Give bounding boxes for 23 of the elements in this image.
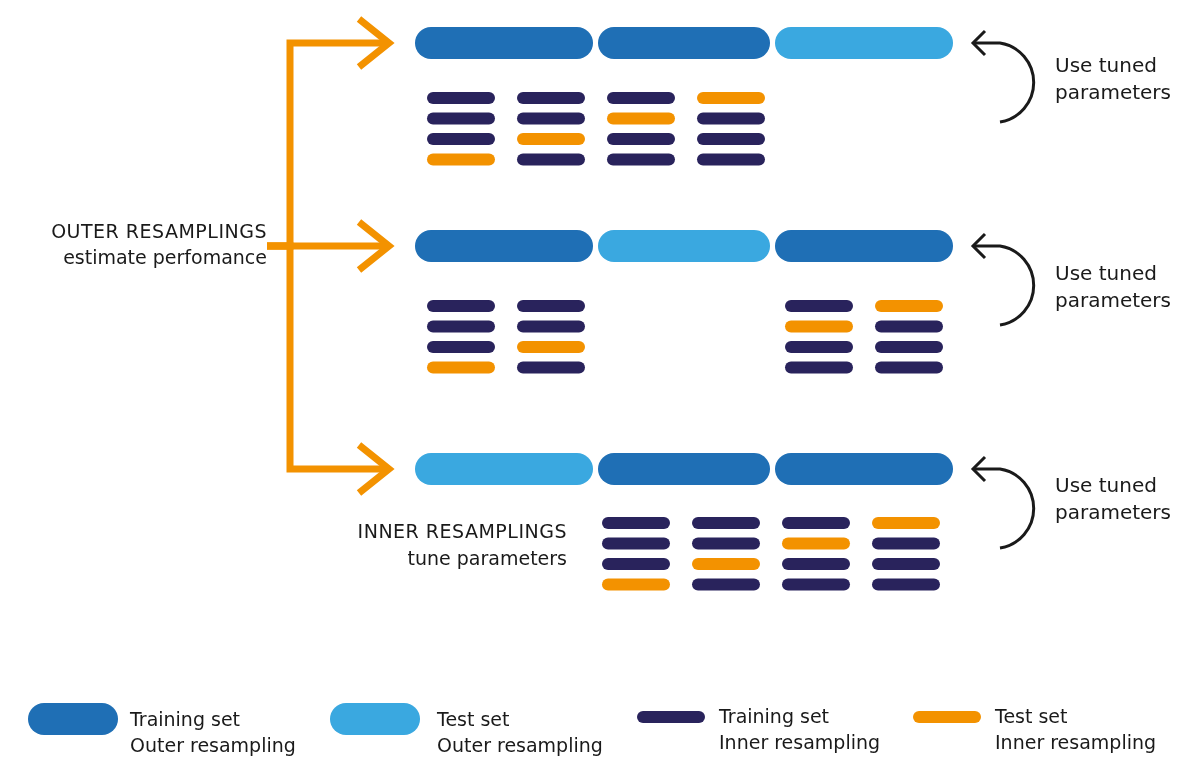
outer-split-bar [415,453,593,485]
subheading: estimate perfomance [62,245,267,270]
curved-arrow [971,232,1036,327]
outer-split-bar [775,453,953,485]
legend-label: Training set Inner resampling [719,704,881,755]
note-text: Use tuned parameters [1055,52,1172,106]
caption-text: tune parameters [406,546,567,571]
outer-split-bar [775,27,953,59]
outer-split-bar [598,453,770,485]
legend-label: Test set Inner resampling [995,704,1157,755]
note-text: Use tuned parameters [1055,260,1172,314]
outer-split-bar [598,230,770,262]
caption-text: INNER RESAMPLINGS [356,519,567,544]
legend-label: Test set Outer resampling [437,707,603,758]
outer-split-bar [415,230,593,262]
legend-label: Training set Outer resampling [130,707,296,758]
note-text: Use tuned parameters [1055,472,1172,526]
heading: OUTER RESAMPLINGS [50,219,267,244]
outer-split-bar [598,27,770,59]
outer-split-bar [415,27,593,59]
curved-arrow [971,455,1036,550]
curved-arrow [971,29,1036,124]
outer-split-bar [775,230,953,262]
